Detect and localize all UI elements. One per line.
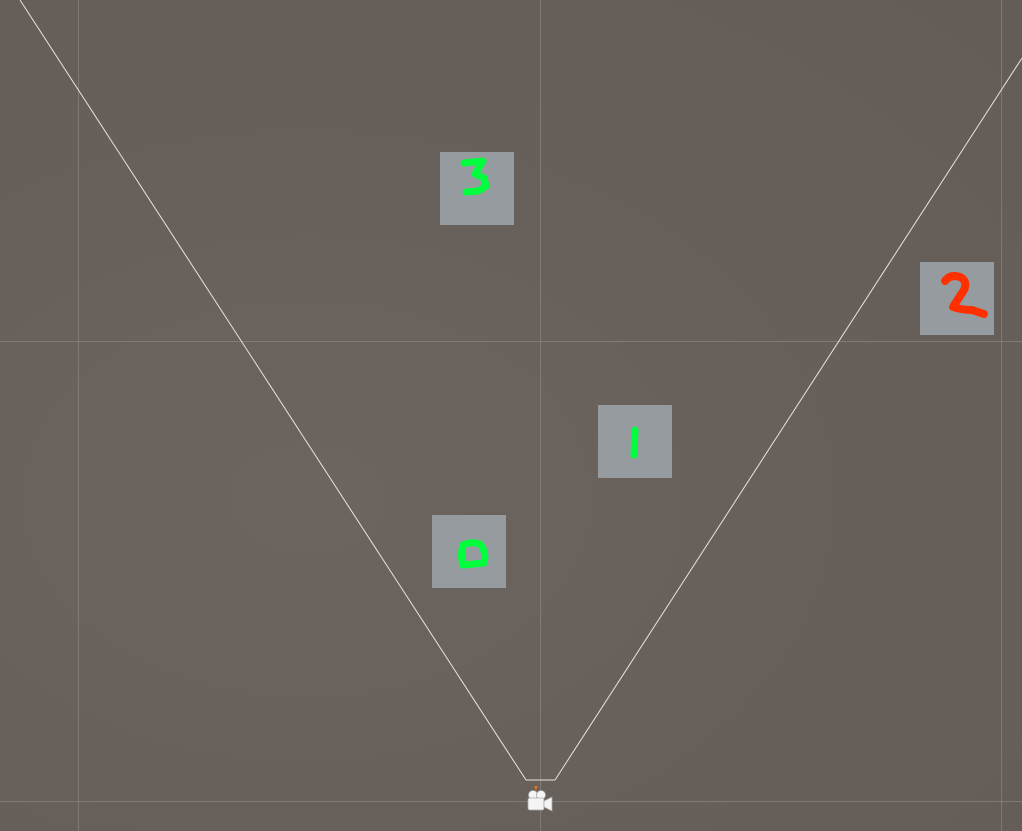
digit-3-icon xyxy=(460,157,490,196)
camera-gizmo[interactable] xyxy=(524,785,556,815)
digit-1-icon xyxy=(630,426,639,459)
grid-line xyxy=(0,341,1022,342)
sprite-1[interactable]: 1 xyxy=(598,405,672,478)
grid-line xyxy=(1001,0,1002,831)
sprite-2[interactable]: 2 xyxy=(920,262,994,335)
grid-line xyxy=(0,801,1022,802)
sprite-0[interactable]: 0 xyxy=(432,515,506,588)
digit-2-icon xyxy=(941,272,988,318)
camera-gizmo-icon xyxy=(527,786,553,812)
grid-line-axis xyxy=(540,0,541,831)
grid-line xyxy=(78,0,79,831)
sprite-3[interactable]: 3 xyxy=(440,152,514,225)
digit-0-icon xyxy=(458,539,489,569)
